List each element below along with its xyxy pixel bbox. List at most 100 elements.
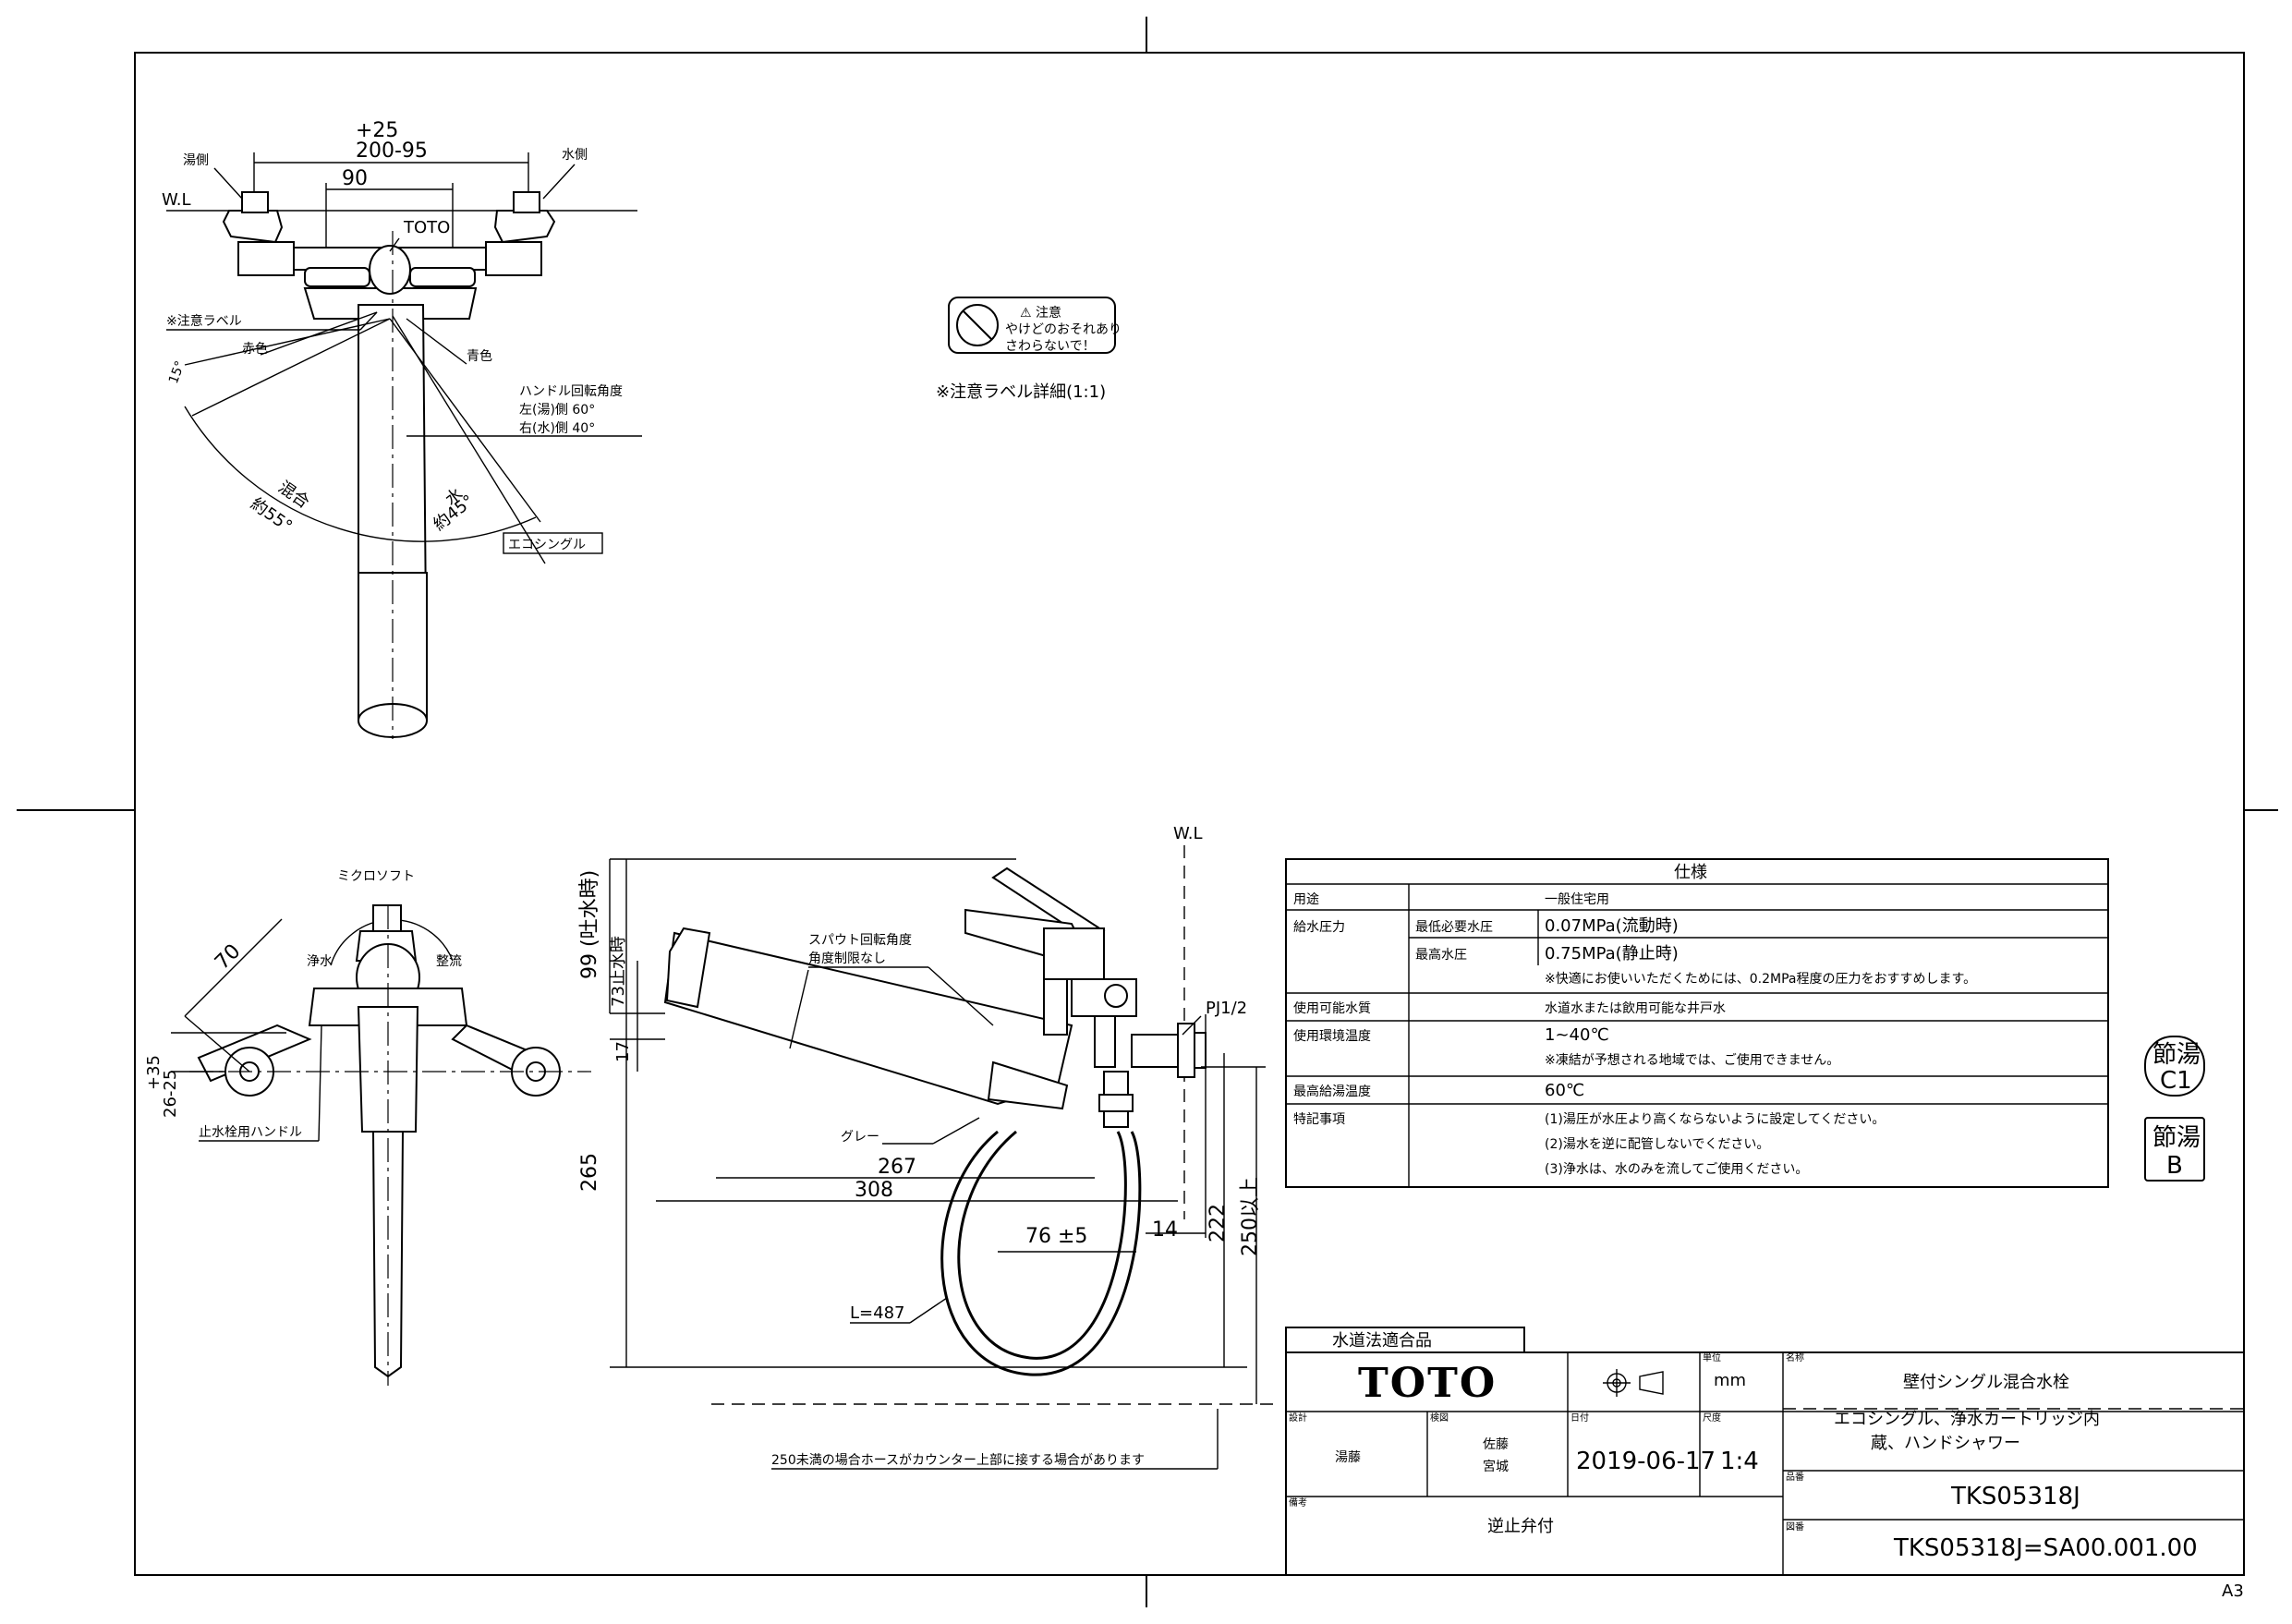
badge-c1-bottom: C1 [2160, 1067, 2192, 1095]
model-value: TKS05318J [1950, 1483, 2080, 1510]
badge-c1: 節湯 C1 [2144, 1036, 2205, 1097]
caution-line2: さわらないで！ [1005, 339, 1096, 354]
unit-label: 単位 [1703, 1351, 1721, 1363]
front-view: ミクロソフト 浄水 整流 70 +35 26-25 止水栓用ハンドル [144, 869, 591, 1386]
title-block: 水道法適合品 TOTO 単位 mm 名称 壁付シングル混合水栓 エコシングル、浄… [1285, 1327, 2245, 1576]
spec-label-0: 用途 [1293, 891, 1319, 907]
spec-value-0: 一般住宅用 [1545, 892, 1609, 907]
spec-title: 仕様 [1674, 863, 1707, 882]
hose-note: 250未満の場合ホースがカウンター上部に接する場合があります [771, 1452, 1145, 1468]
dim-265: 265 [578, 1153, 601, 1192]
design-label: 設計 [1289, 1412, 1307, 1424]
spec-value-5: 1~40℃ [1545, 1025, 1609, 1045]
toto-mark: TOTO [403, 218, 450, 237]
red-label: 赤色 [242, 341, 268, 357]
dim-250: 250以上 [1239, 1177, 1262, 1256]
badge-b-top: 節湯 [2153, 1124, 2201, 1152]
caution-label-ref: ※注意ラベル [166, 313, 242, 329]
spec-value-2: 0.75MPa(静止時) [1545, 944, 1679, 963]
drawing-label: 図番 [1786, 1521, 1804, 1533]
cert-label: 水道法適合品 [1332, 1331, 1432, 1351]
name-line1: 壁付シングル混合水栓 [1903, 1373, 2069, 1392]
top-view: W.L 湯側 水側 +25 200-95 90 TOTO [162, 119, 642, 739]
dim-35: +35 [144, 1055, 164, 1090]
hose-length: L=487 [850, 1303, 904, 1323]
projection-symbol-icon [1603, 1369, 1664, 1397]
spec-value-10: (3)浄水は、水のみを流してご使用ください。 [1545, 1161, 1808, 1177]
cold-side-label: 水側 [562, 148, 588, 163]
no-touch-icon [956, 304, 999, 346]
microsoft-label: ミクロソフト [337, 869, 415, 884]
caution-line1: やけどのおそれあり [1005, 322, 1122, 337]
note-label: 備考 [1289, 1497, 1307, 1509]
eco-label-box [503, 532, 603, 554]
spec-value-3: ※快適にお使いいただくためには、0.2MPa程度の圧力をおすすめします。 [1545, 971, 1976, 987]
side-view: W.L 265 99 (吐水時) 7 [578, 824, 1275, 1470]
dim-267: 267 [878, 1156, 916, 1179]
dim-76: 76 ±5 [1025, 1225, 1087, 1248]
note-value: 逆止弁付 [1487, 1517, 1554, 1536]
grey-label: グレー [841, 1130, 879, 1145]
date-value: 2019-06-17 [1576, 1448, 1716, 1475]
paper-size: A3 [2222, 1582, 2244, 1601]
eco-label: エコシングル [508, 538, 586, 552]
dim-308: 308 [855, 1179, 893, 1202]
handle-angle-left: 左(湯)側 60° [519, 402, 595, 418]
dim-14: 14 [1152, 1218, 1178, 1242]
top-wl-label: W.L [162, 190, 190, 210]
badge-b: 節湯 B [2144, 1117, 2205, 1182]
name-line3: 蔵、ハンドシャワー [1871, 1434, 2020, 1453]
date-label: 日付 [1570, 1412, 1589, 1424]
spec-label-7: 最高給湯温度 [1293, 1084, 1371, 1099]
hot-side-label: 湯側 [183, 152, 209, 168]
angle-15: 15° [166, 359, 188, 386]
inspect-label: 検図 [1430, 1412, 1449, 1424]
spec-table: 仕様 用途 一般住宅用 給水圧力 最低必要水圧 0.07MPa(流動時) 最高水… [1285, 858, 2109, 1188]
scale-value: 1:4 [1720, 1448, 1759, 1475]
designer-name: 湯藤 [1335, 1449, 1361, 1465]
spec-label-1: 給水圧力 [1293, 920, 1345, 935]
drawing-number: TKS05318J=SA00.001.00 [1893, 1534, 2198, 1562]
spout-note-1: スパウト回転角度 [808, 933, 912, 948]
spec-value-1: 0.07MPa(流動時) [1545, 916, 1679, 936]
spec-value-9: (2)湯水を逆に配管しないでください。 [1545, 1136, 1769, 1152]
badge-b-bottom: B [2166, 1152, 2183, 1180]
dim-73: 73止水時 [609, 936, 628, 1007]
spout-note-2: 角度制限なし [808, 951, 886, 966]
approver-1: 佐藤 [1483, 1437, 1509, 1452]
spec-value-8: (1)湯圧が水圧より高くならないように設定してください。 [1545, 1111, 1885, 1127]
dim-26: 26-25 [161, 1070, 180, 1118]
dim-222: 222 [1207, 1204, 1230, 1242]
side-wl-label: W.L [1173, 824, 1202, 843]
spec-label-4: 使用可能水質 [1293, 1000, 1371, 1016]
dim-tolerance: +25 [356, 119, 398, 142]
pj-label: PJ1/2 [1206, 999, 1247, 1018]
stop-handle-label: 止水栓用ハンドル [199, 1125, 302, 1140]
spec-sub-2: 最高水圧 [1415, 947, 1467, 963]
unit-value: mm [1714, 1371, 1746, 1390]
spec-label-5: 使用環境温度 [1293, 1028, 1371, 1044]
dim-17: 17 [613, 1041, 633, 1062]
caution-detail-note: ※注意ラベル詳細(1:1) [936, 382, 1106, 402]
dim-99: 99 (吐水時) [578, 870, 601, 979]
sheet-border [134, 52, 2245, 1576]
scale-label: 尺度 [1703, 1412, 1721, 1424]
spec-value-4: 水道水または飲用可能な井戸水 [1545, 1001, 1726, 1016]
handle-angle-right: 右(水)側 40° [519, 421, 595, 436]
angle-mix: 混合 [274, 478, 313, 513]
dim-200: 200-95 [356, 139, 428, 163]
spec-label-8: 特記事項 [1293, 1111, 1345, 1127]
dim-70: 70 [211, 939, 245, 974]
dim-90: 90 [342, 167, 368, 190]
spec-value-6: ※凍結が予想される地域では、ご使用できません。 [1545, 1052, 1839, 1068]
blue-label: 青色 [467, 348, 492, 364]
caution-label-detail: ⚠ 注意 やけどのおそれあり さわらないで！ ※注意ラベル詳細(1:1) [936, 297, 1122, 402]
purified-label: 浄水 [307, 954, 333, 969]
spec-value-7: 60℃ [1545, 1081, 1584, 1100]
handle-angle-title: ハンドル回転角度 [519, 384, 623, 399]
spec-sub-1: 最低必要水圧 [1415, 920, 1493, 935]
model-label: 品番 [1786, 1472, 1804, 1483]
approver-2: 宮城 [1483, 1460, 1509, 1474]
toto-logo: TOTO [1358, 1360, 1497, 1407]
